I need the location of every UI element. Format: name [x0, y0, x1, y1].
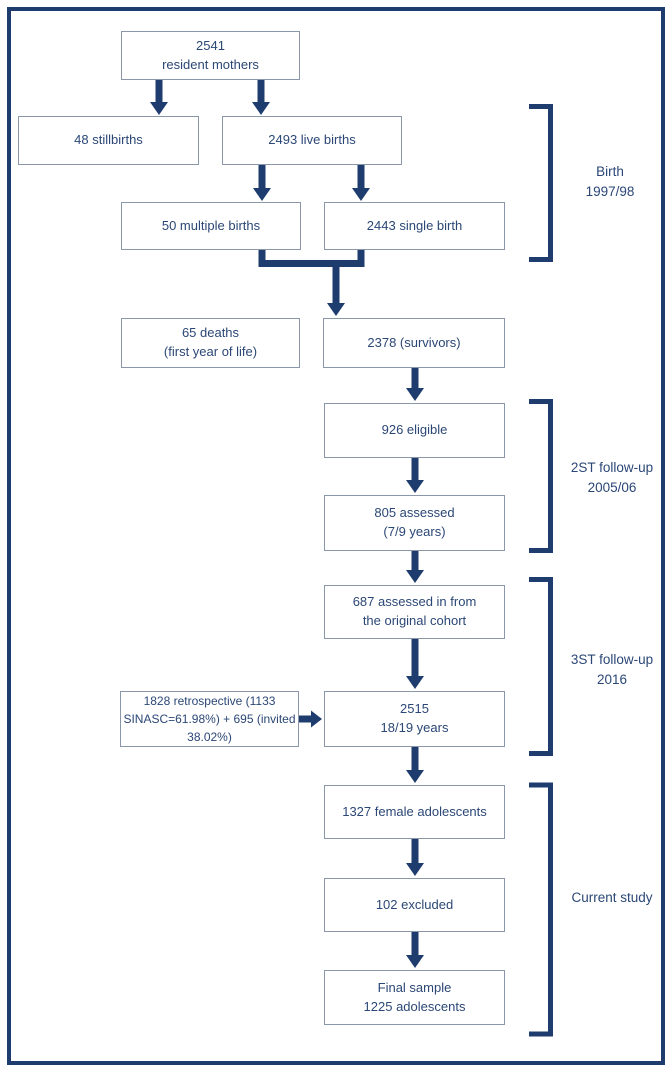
phase-label-2st-followup: 2ST follow-up 2005/06	[570, 460, 654, 495]
figure-border	[7, 7, 665, 1065]
phase-label-current-study: Current study	[571, 890, 653, 905]
flow-box-resident-mothers: 2541 resident mothers	[121, 31, 300, 80]
flow-box-stillbirths: 48 stillbirths	[18, 116, 199, 165]
flow-box-deaths: 65 deaths (first year of life)	[121, 318, 300, 368]
flow-box-multiple-births: 50 multiple births	[121, 202, 301, 250]
flow-box-live-births: 2493 live births	[222, 116, 402, 165]
flow-box-final-sample: Final sample 1225 adolescents	[324, 970, 505, 1025]
flow-box-retrospective: 1828 retrospective (1133 SINASC=61.98%) …	[120, 691, 299, 747]
flow-box-assessed-805: 805 assessed (7/9 years)	[324, 495, 505, 551]
flow-box-excluded: 102 excluded	[324, 878, 505, 932]
flow-box-survivors: 2378 (survivors)	[323, 318, 505, 368]
flow-box-2515: 2515 18/19 years	[324, 691, 505, 747]
phase-label-3st-followup: 3ST follow-up 2016	[570, 652, 654, 687]
flow-box-female-adolescents: 1327 female adolescents	[324, 785, 505, 839]
flow-box-single-birth: 2443 single birth	[324, 202, 505, 250]
flow-box-eligible: 926 eligible	[324, 403, 505, 458]
flow-box-assessed-687: 687 assessed in from the original cohort	[324, 585, 505, 639]
phase-label-birth: Birth 1997/98	[585, 164, 635, 199]
